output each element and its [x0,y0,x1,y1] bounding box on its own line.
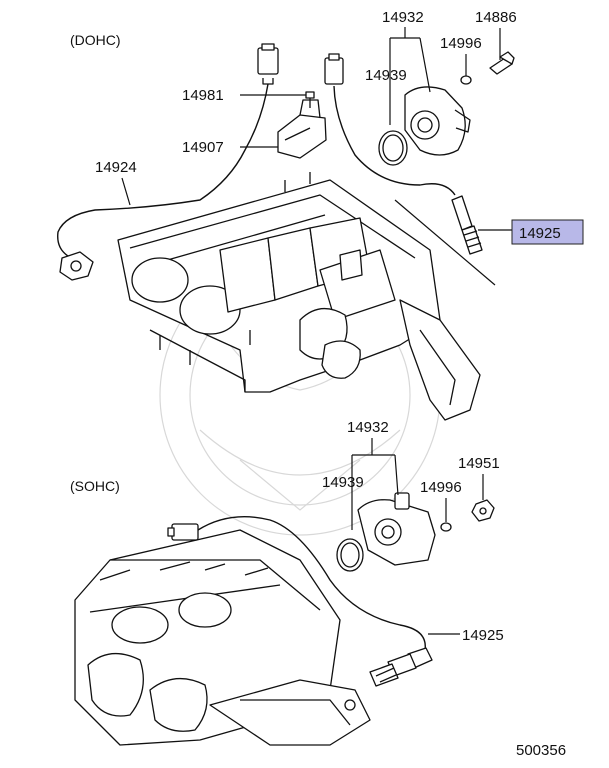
dohc-connector-left [257,43,279,85]
dohc-connector-right [324,53,344,85]
label-sohc-14939: 14939 [322,474,364,491]
dohc-throttle-position-sensor [404,86,471,156]
section-dohc-label: (DOHC) [70,32,121,48]
sohc-washer [440,522,452,532]
section-sohc-label: (SOHC) [70,478,120,494]
sohc-o2-sensor-wire [197,515,426,651]
dohc-washer [460,75,472,85]
dohc-oxygen-sensor [451,195,483,255]
highlight-part-14925[interactable]: 14925 [478,219,584,245]
label-dohc-14924: 14924 [95,159,137,176]
label-dohc-14925: 14925 [519,225,561,242]
sohc-engine-drawing [74,529,371,746]
label-dohc-14996: 14996 [440,35,482,52]
dohc-sensor-guide-line [394,199,496,286]
sohc-throttle-position-sensor [357,492,436,566]
dohc-knock-sensor [59,251,94,281]
dohc-o2-sensor-wire [333,85,456,196]
sohc-oxygen-sensor [369,647,433,687]
dohc-bracket [277,99,327,159]
label-sohc-14925: 14925 [462,627,504,644]
label-dohc-14907: 14907 [182,139,224,156]
dohc-engine-drawing [117,172,481,421]
label-dohc-14932: 14932 [382,9,424,26]
sohc-connector [167,523,199,541]
dohc-knock-sensor-wire [57,83,269,257]
diagram-reference-number: 500356 [516,742,566,759]
label-sohc-14932: 14932 [347,419,389,436]
label-sohc-14996: 14996 [420,479,462,496]
label-dohc-14886: 14886 [475,9,517,26]
label-dohc-14939: 14939 [365,67,407,84]
label-sohc-14951: 14951 [458,455,500,472]
label-dohc-14981: 14981 [182,87,224,104]
dohc-screw [489,51,515,75]
